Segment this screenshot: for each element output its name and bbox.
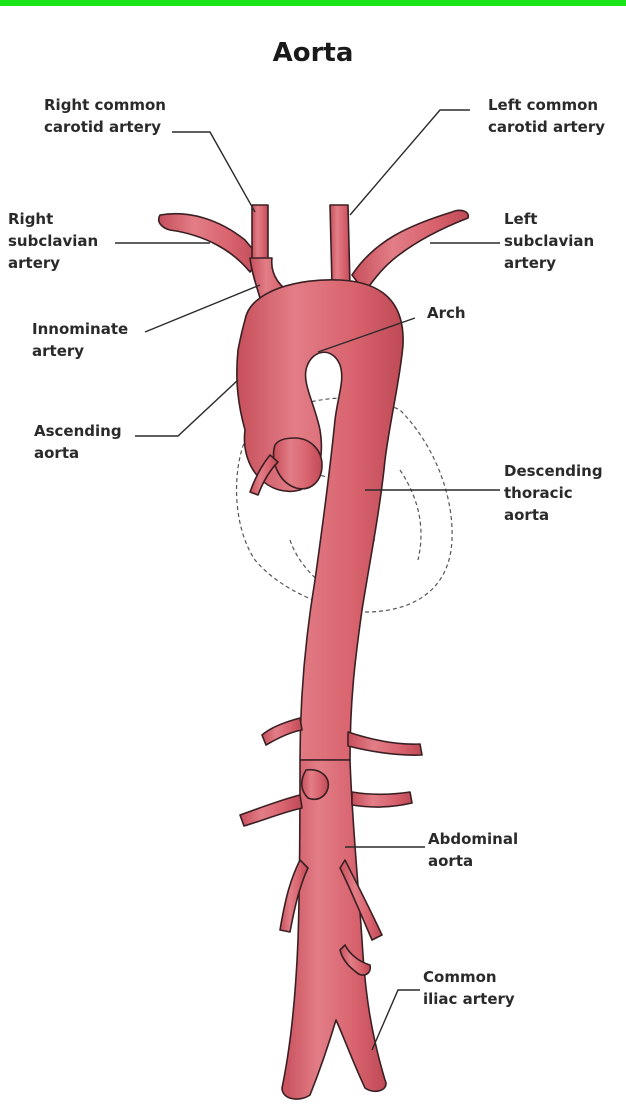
label-line: Common	[423, 966, 515, 988]
label-line: artery	[8, 252, 98, 274]
label-line: Ascending	[34, 420, 122, 442]
mesenteric-branch-left	[352, 792, 412, 807]
label-left-subclavian-artery: Left subclavian artery	[504, 208, 594, 274]
left-subclavian-vessel	[352, 210, 468, 292]
label-ascending-aorta: Ascending aorta	[34, 420, 122, 464]
label-abdominal-aorta: Abdominal aorta	[428, 828, 518, 872]
right-carotid-vessel	[252, 205, 268, 262]
label-line: artery	[504, 252, 594, 274]
leader-ascending	[135, 380, 238, 436]
label-line: carotid artery	[488, 116, 605, 138]
renal-branch-right	[262, 718, 302, 745]
label-right-common-carotid-artery: Right common carotid artery	[44, 94, 166, 138]
label-line: Descending	[504, 460, 603, 482]
label-line: Left common	[488, 94, 605, 116]
label-line: Arch	[427, 302, 466, 324]
label-line: iliac artery	[423, 988, 515, 1010]
label-line: Right	[8, 208, 98, 230]
label-line: subclavian	[8, 230, 98, 252]
label-left-common-carotid-artery: Left common carotid artery	[488, 94, 605, 138]
label-line: carotid artery	[44, 116, 166, 138]
label-arch: Arch	[427, 302, 466, 324]
label-line: Left	[504, 208, 594, 230]
label-line: Right common	[44, 94, 166, 116]
label-line: subclavian	[504, 230, 594, 252]
aorta-vessels	[159, 205, 469, 1099]
mesenteric-branch-right	[240, 795, 302, 826]
leader-common-iliac	[372, 990, 420, 1050]
label-descending-thoracic-aorta: Descending thoracic aorta	[504, 460, 603, 526]
leader-left-common-carotid	[350, 110, 470, 215]
label-line: Abdominal	[428, 828, 518, 850]
label-line: artery	[32, 340, 128, 362]
label-line: aorta	[504, 504, 603, 526]
label-innominate-artery: Innominate artery	[32, 318, 128, 362]
celiac-branch	[302, 770, 329, 800]
label-line: Innominate	[32, 318, 128, 340]
label-right-subclavian-artery: Right subclavian artery	[8, 208, 98, 274]
renal-branch-left	[348, 732, 422, 755]
label-line: thoracic	[504, 482, 603, 504]
leader-right-common-carotid	[172, 132, 255, 212]
label-line: aorta	[428, 850, 518, 872]
leader-innominate	[145, 285, 260, 332]
label-common-iliac-artery: Common iliac artery	[423, 966, 515, 1010]
left-carotid-vessel	[330, 205, 350, 285]
label-line: aorta	[34, 442, 122, 464]
